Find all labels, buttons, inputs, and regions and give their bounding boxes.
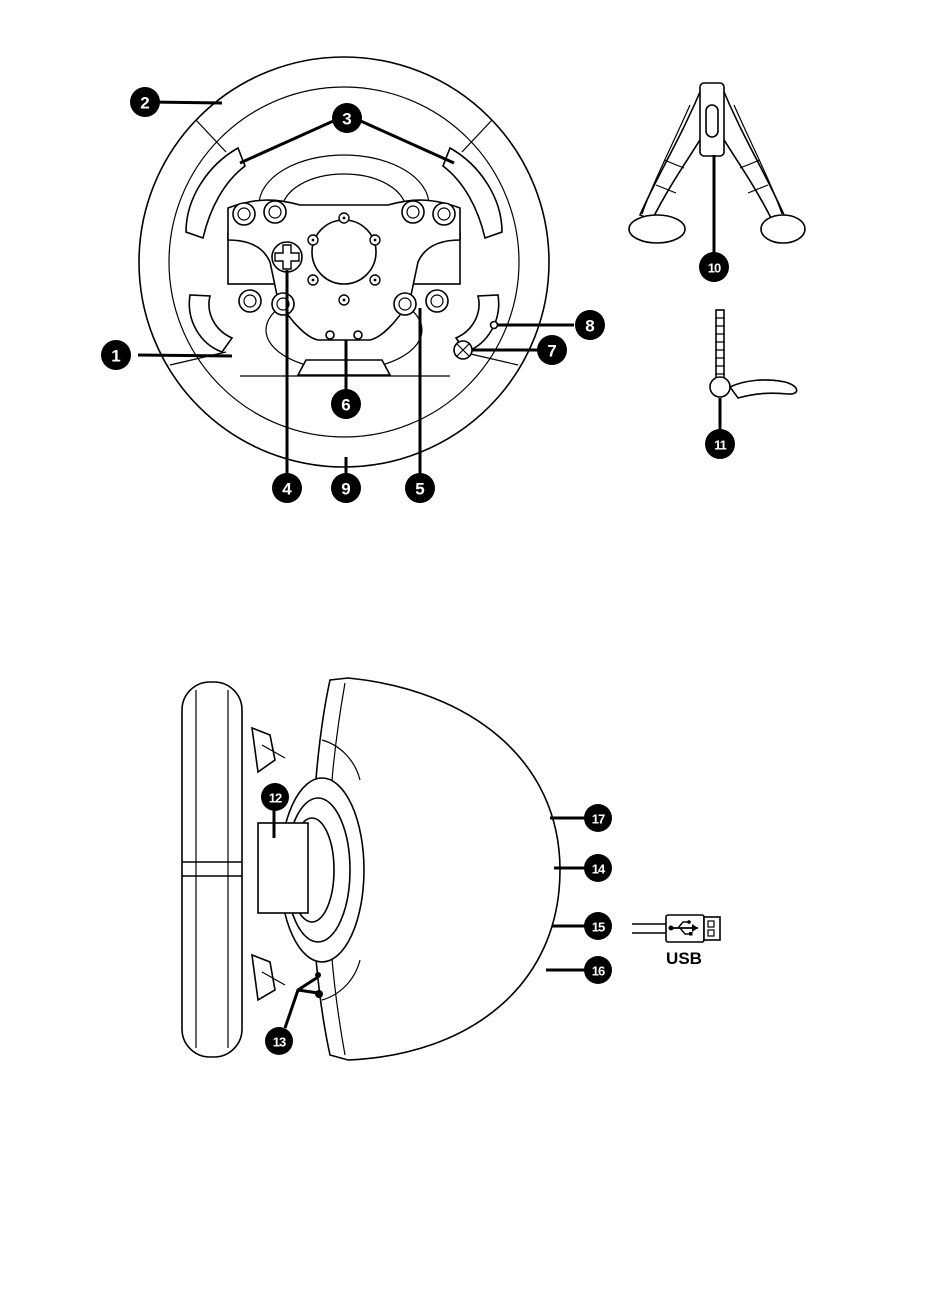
callout-1: 1 — [101, 340, 131, 370]
svg-text:2: 2 — [140, 94, 149, 113]
callout-11: 11 — [705, 429, 735, 459]
callout-6: 6 — [331, 389, 361, 419]
svg-text:15: 15 — [592, 920, 605, 935]
clamp-screw — [710, 310, 797, 398]
svg-text:17: 17 — [592, 812, 605, 827]
svg-text:3: 3 — [342, 110, 351, 129]
callout-3: 3 — [332, 103, 362, 133]
usb-plug: USB — [666, 915, 720, 968]
xbox-guide-icon — [454, 341, 472, 359]
callout-8: 8 — [575, 310, 605, 340]
svg-text:12: 12 — [269, 791, 282, 806]
callout-15: 15 — [584, 912, 612, 940]
svg-text:5: 5 — [415, 480, 424, 499]
svg-text:8: 8 — [585, 317, 594, 336]
table-clamp — [629, 83, 805, 243]
usb-label: USB — [666, 949, 702, 968]
callout-17: 17 — [584, 804, 612, 832]
svg-text:13: 13 — [273, 1035, 286, 1050]
svg-text:16: 16 — [592, 964, 605, 979]
callout-12: 12 — [261, 783, 289, 811]
callout-16: 16 — [584, 956, 612, 984]
callout-2: 2 — [130, 87, 160, 117]
svg-text:1: 1 — [111, 347, 120, 366]
callout-5: 5 — [405, 473, 435, 503]
svg-text:10: 10 — [708, 261, 721, 276]
svg-text:14: 14 — [592, 862, 606, 877]
callout-13: 13 — [265, 1027, 293, 1055]
svg-text:9: 9 — [341, 480, 350, 499]
svg-text:4: 4 — [282, 480, 292, 499]
callout-4: 4 — [272, 473, 302, 503]
callout-10: 10 — [699, 252, 729, 282]
mode-led — [491, 322, 498, 329]
svg-text:7: 7 — [547, 342, 556, 361]
svg-text:6: 6 — [341, 396, 350, 415]
callout-7: 7 — [537, 335, 567, 365]
wheel-rim-side — [182, 682, 242, 1057]
callout-9: 9 — [331, 473, 361, 503]
callout-14: 14 — [584, 854, 612, 882]
svg-text:11: 11 — [714, 438, 727, 453]
